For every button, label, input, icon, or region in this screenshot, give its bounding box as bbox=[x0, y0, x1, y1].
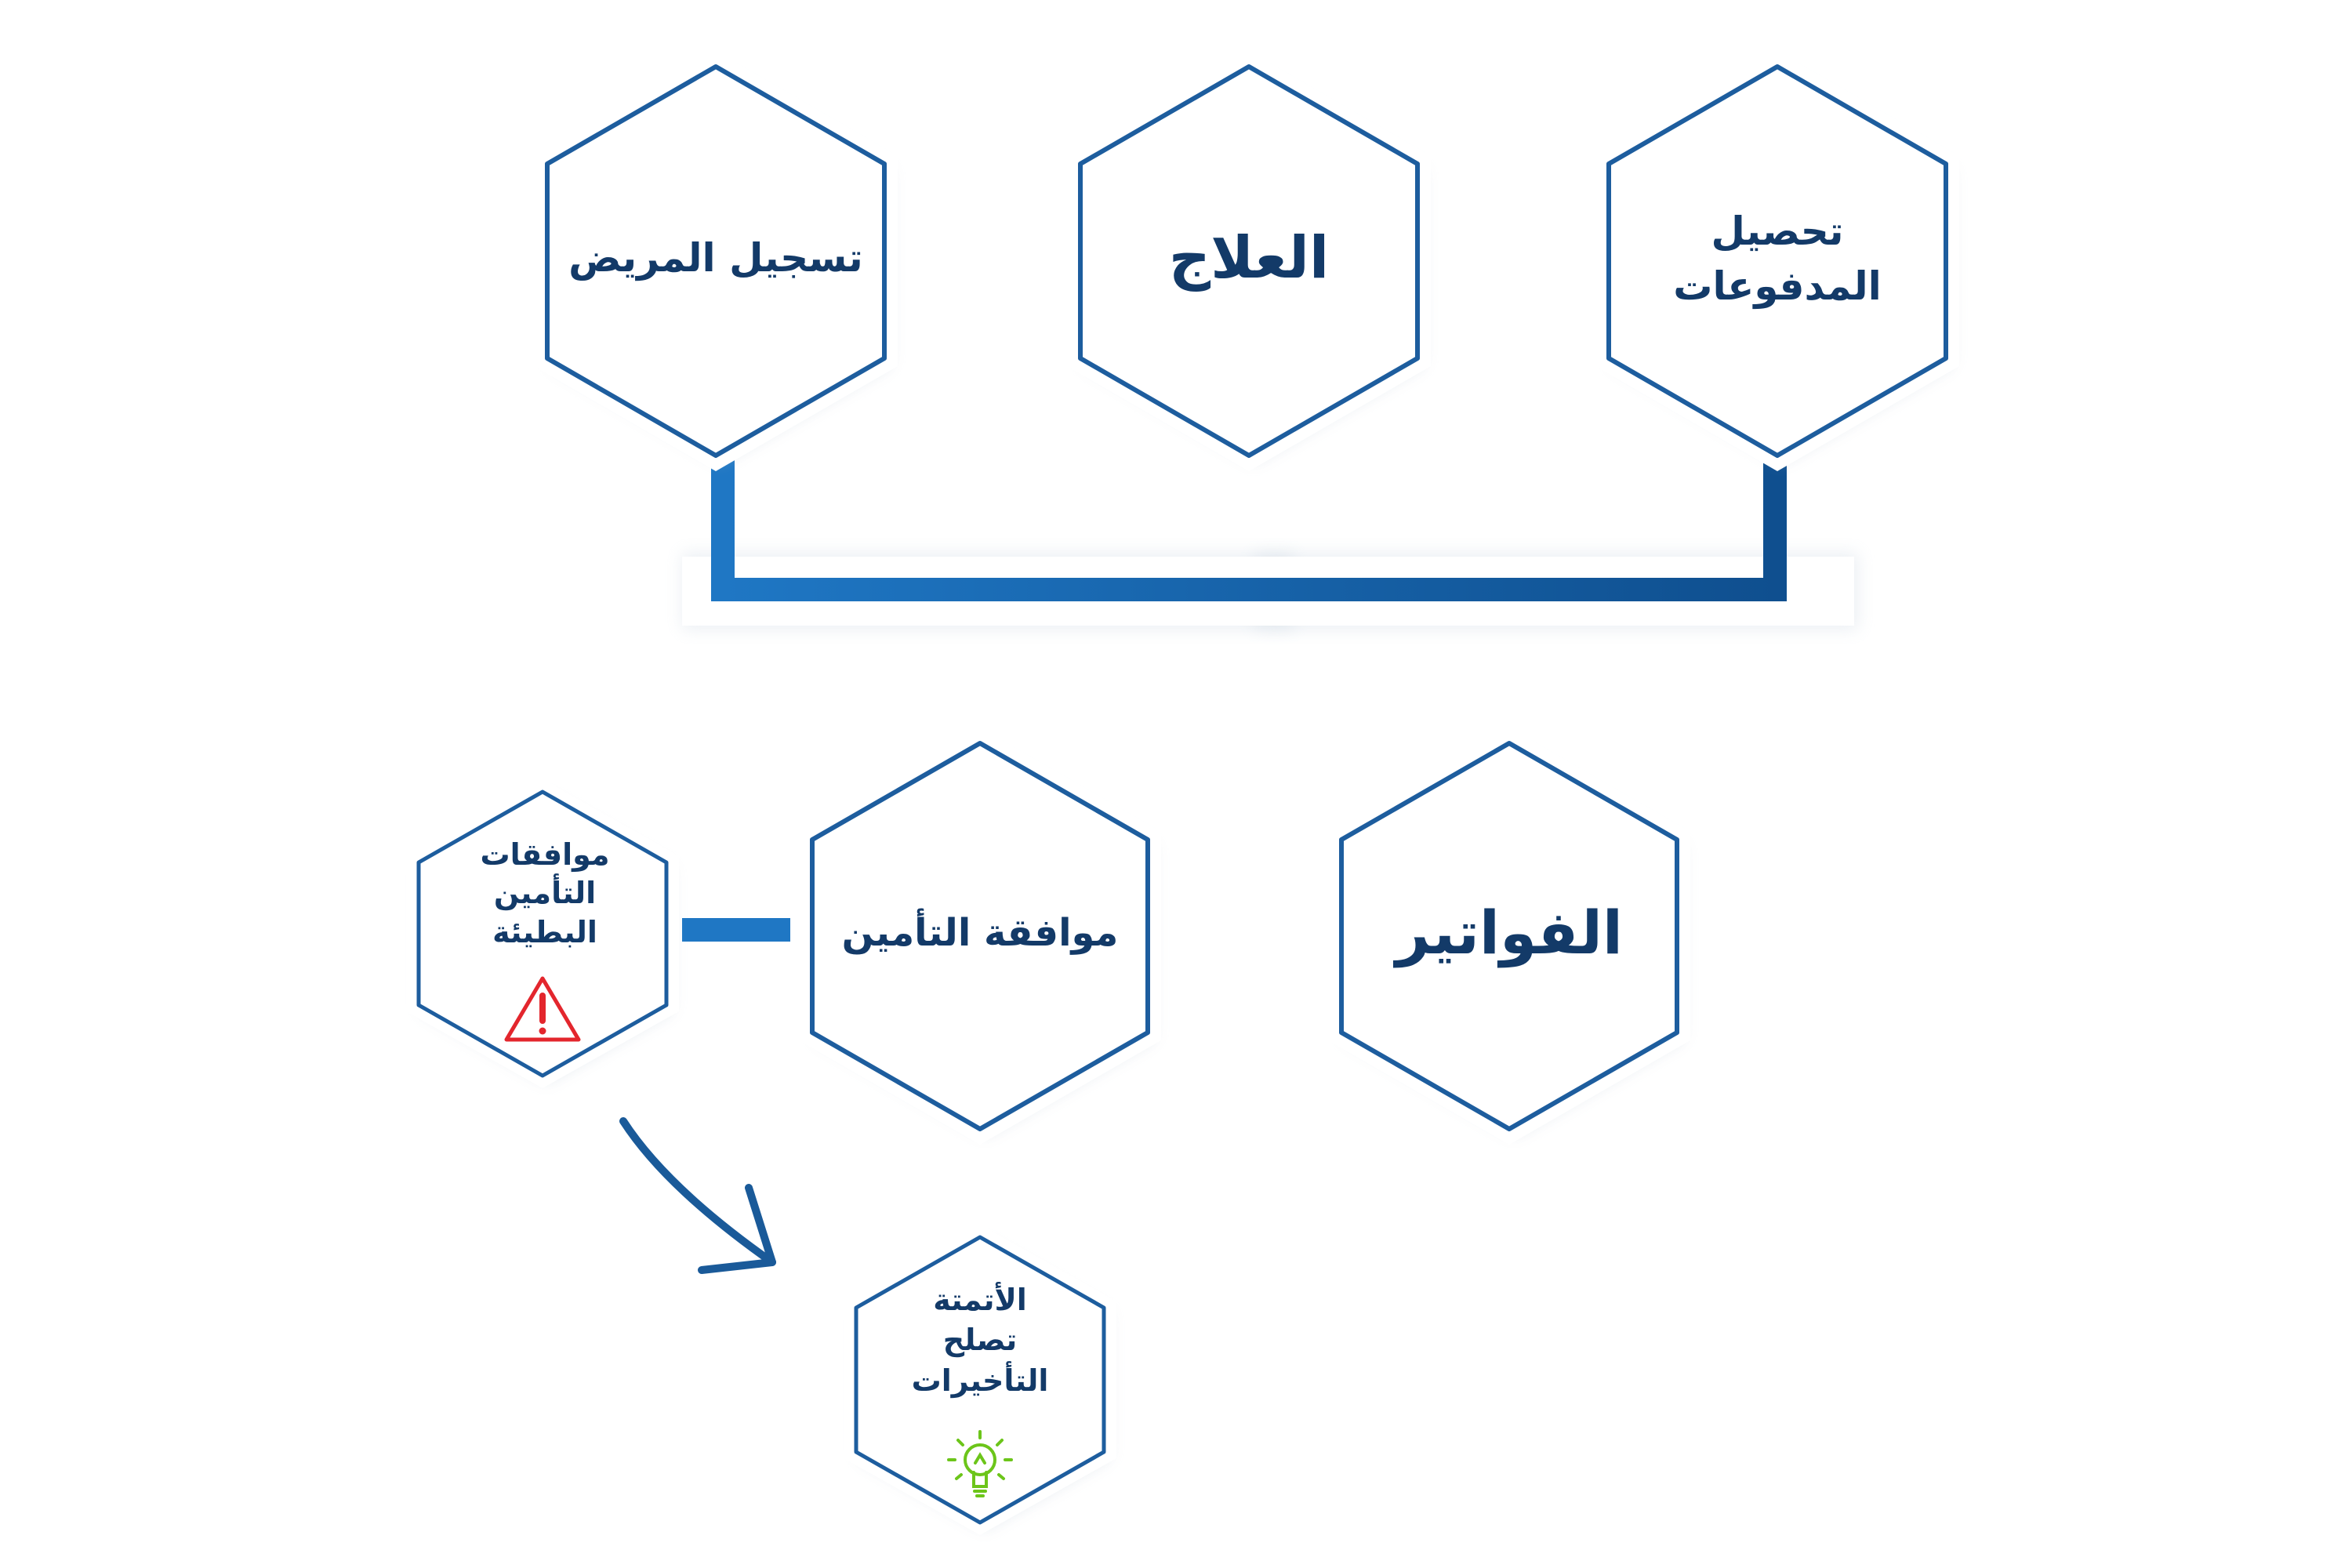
patient-registration-line-1: تسجيل المريض bbox=[568, 235, 863, 281]
label-automation-fixes-delays: الأتمتة تصلح التأخيرات bbox=[874, 1262, 1086, 1419]
label-payment-collection: تحصيل المدفوعات bbox=[1621, 165, 1934, 353]
automation-line-1: الأتمتة bbox=[933, 1283, 1027, 1318]
slow-approvals-line-1: موافقات bbox=[480, 837, 610, 872]
slow-approvals-line-3: البطيئة bbox=[492, 914, 597, 949]
billing-line-1: الفواتير bbox=[1396, 897, 1623, 967]
treatment-line-1: العلاج bbox=[1168, 224, 1330, 292]
automation-line-3: التأخيرات bbox=[911, 1363, 1049, 1398]
hex-patient-registration bbox=[534, 51, 898, 471]
hex-billing bbox=[1328, 728, 1690, 1145]
payment-collection-line-1: تحصيل bbox=[1711, 209, 1844, 254]
insurance-approval-line-1: موافقة التأمين bbox=[841, 910, 1119, 955]
payment-collection-line-2: المدفوعات bbox=[1673, 263, 1882, 309]
automation-line-2: تصلح bbox=[942, 1323, 1018, 1358]
curved-arrow bbox=[619, 1117, 776, 1274]
hex-payment-collection bbox=[1595, 51, 1959, 471]
label-slow-insurance-approvals: موافقات التأمين البطيئة bbox=[439, 815, 651, 972]
label-patient-registration: تسجيل المريض bbox=[551, 196, 880, 321]
lightbulb-icon bbox=[947, 1430, 1013, 1497]
hex-insurance-approval bbox=[799, 728, 1161, 1145]
hex-slow-insurance-approvals bbox=[406, 779, 679, 1088]
warning-triangle-icon bbox=[504, 976, 581, 1042]
slow-approvals-line-2: التأمين bbox=[493, 876, 597, 911]
label-insurance-approval: موافقة التأمين bbox=[815, 870, 1145, 996]
connector-tree bbox=[682, 459, 1787, 1223]
label-treatment: العلاج bbox=[1084, 192, 1414, 325]
label-billing: الفواتير bbox=[1345, 862, 1674, 1004]
hex-automation-fixes-delays bbox=[844, 1225, 1116, 1535]
hex-treatment bbox=[1067, 51, 1431, 471]
